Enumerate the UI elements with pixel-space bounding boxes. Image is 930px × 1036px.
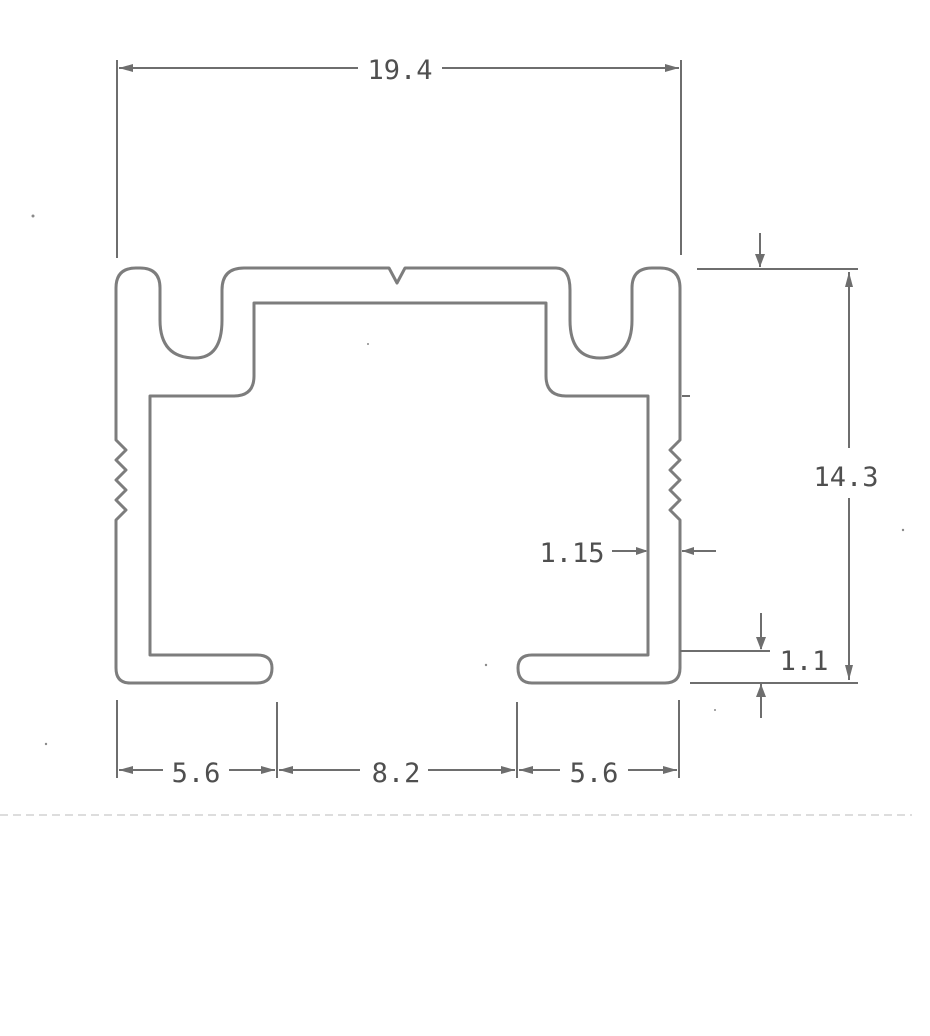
dimension-bottom-chain: 5.6 8.2 5.6 <box>116 700 680 789</box>
dimension-label-wall-thickness: 1.15 <box>539 538 604 569</box>
dimension-label-left-flange: 5.6 <box>172 758 221 789</box>
dimension-label-overall-height: 14.3 <box>813 462 878 493</box>
dimension-label-opening: 8.2 <box>372 758 421 789</box>
scan-specks <box>31 214 905 746</box>
dimension-label-flange-thickness: 1.1 <box>780 646 829 677</box>
dimension-wall-thickness: 1.15 <box>539 538 716 569</box>
dimension-overall-height: 14.3 <box>690 268 879 684</box>
profile-outer-outline <box>114 266 682 685</box>
dimension-overall-width: 19.4 <box>116 55 682 258</box>
dimension-label-right-flange: 5.6 <box>570 758 619 789</box>
dimension-label-overall-width: 19.4 <box>367 55 432 86</box>
top-thickness-arrow <box>755 233 765 267</box>
dimension-flange-thickness: 1.1 <box>680 613 828 718</box>
